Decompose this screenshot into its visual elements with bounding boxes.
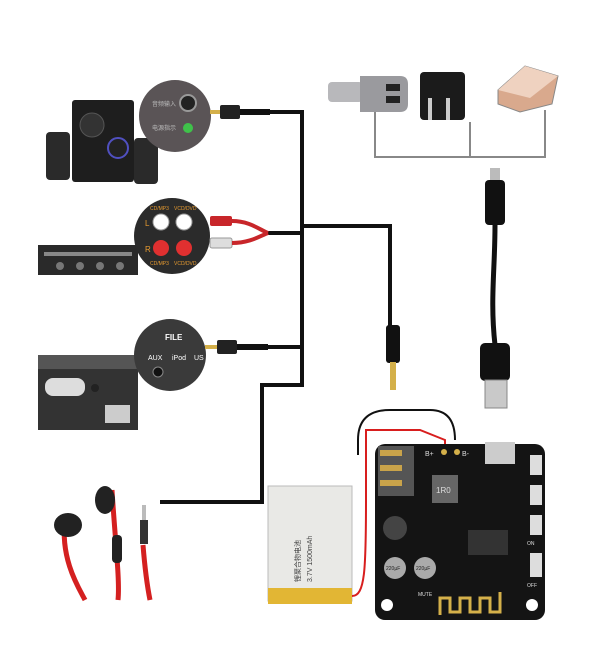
mute-label: MUTE: [418, 592, 433, 598]
top-left-label: CD/MP3: [150, 206, 169, 212]
speaker-input-panel: 音频输入 电源指示: [139, 80, 211, 152]
ipod-label: iPod: [172, 355, 186, 362]
rca-plug-icon: [209, 216, 269, 249]
audio-jack-plug-icon: [386, 325, 400, 390]
earphones-icon: [54, 486, 153, 602]
audio-wire: [160, 110, 392, 504]
b-minus-label: B-: [462, 451, 470, 458]
b-plus-label: B+: [425, 451, 434, 458]
power-bank-icon: [497, 65, 559, 113]
off-label: OFF: [527, 583, 537, 589]
battery-spec-label: 3.7V 1500mAh: [307, 536, 314, 582]
usb-label: US: [194, 355, 204, 362]
car-charger-icon: [328, 76, 408, 112]
amplifier-icon: [38, 245, 138, 275]
audio-jack-plug-icon: [210, 105, 270, 119]
input-label: 音频输入: [152, 100, 176, 108]
cap1-label: 220µF: [386, 566, 400, 572]
micro-usb-cable-icon: [480, 168, 510, 409]
wall-charger-icon: [420, 72, 465, 120]
file-label: FILE: [165, 333, 183, 342]
audio-jack-plug-icon: [205, 340, 268, 354]
speaker-system-icon: [46, 100, 158, 184]
right-label: R: [145, 245, 151, 254]
car-stereo-icon: [38, 355, 138, 430]
bluetooth-board-icon: B+ B- 1R0 220µF 220µF ON OFF MUTE: [357, 409, 545, 620]
top-right-label: VCD/DVD: [174, 206, 197, 212]
inductor-label: 1R0: [436, 486, 451, 495]
left-label: L: [145, 219, 150, 228]
bottom-right-label: VCD/DVD: [174, 261, 197, 267]
power-source-bracket: [374, 110, 546, 158]
bottom-left-label: CD/MP3: [150, 261, 169, 267]
battery-maker-label: 锂聚合物电池: [293, 540, 302, 582]
aux-label: AUX: [148, 355, 163, 362]
on-label: ON: [527, 541, 535, 547]
cap2-label: 220µF: [416, 566, 430, 572]
rca-input-panel: L R CD/MP3 VCD/DVD CD/MP3 VCD/DVD: [134, 198, 210, 274]
car-aux-panel: FILE AUX iPod US: [134, 319, 206, 391]
power-label: 电源指示: [152, 124, 176, 132]
lipo-battery-icon: 锂聚合物电池 3.7V 1500mAh: [267, 485, 367, 604]
